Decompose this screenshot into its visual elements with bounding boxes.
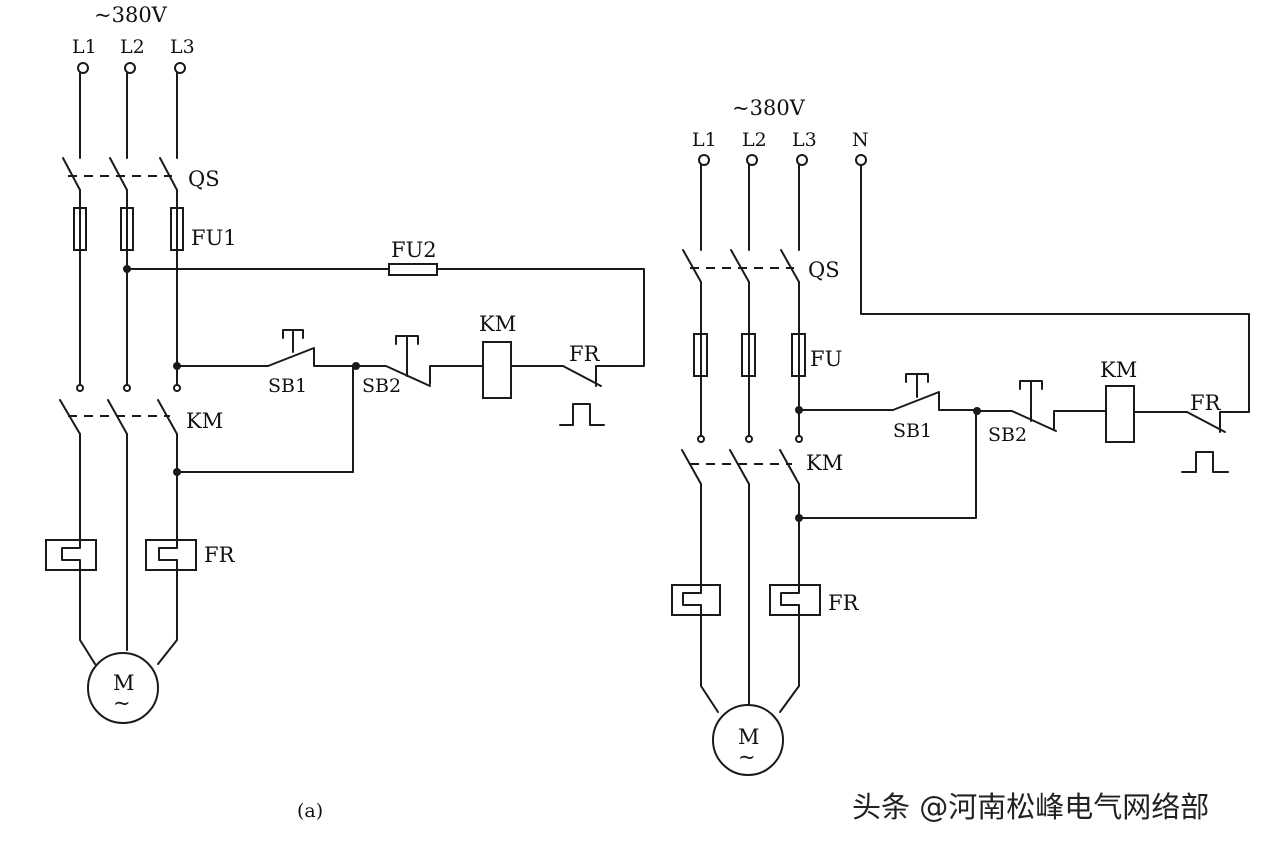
- neutral-wire-b: [860, 164, 1250, 413]
- sb1-label-a: SB1: [268, 375, 307, 397]
- sb1-label-b: SB1: [893, 420, 932, 442]
- caption-a: (a): [297, 800, 323, 822]
- sb2-button-a: [395, 335, 419, 377]
- fuse-to-km-wires-b: [700, 375, 800, 437]
- km-to-fr-wires-b: [700, 483, 800, 661]
- sb1-contact-b: [892, 391, 978, 411]
- km-pivot-l2-b: [745, 435, 753, 443]
- km-main-label-a: KM: [186, 409, 223, 433]
- line-label-l2-a: L2: [120, 36, 145, 58]
- sb1-button-b: [905, 373, 929, 398]
- fuse-elements-b: [700, 333, 800, 377]
- line-label-l3-a: L3: [170, 36, 195, 58]
- supply-voltage-a: ~380V: [94, 3, 168, 27]
- terminal-n-b: [855, 154, 867, 166]
- fr-heater-l3-b: [769, 584, 821, 616]
- supply-wires-a: [79, 72, 178, 159]
- fr-relay-label-a: FR: [204, 543, 236, 567]
- motor-wires-a: [79, 569, 178, 665]
- hold-wire-b: [798, 410, 977, 519]
- qs-to-fuse-wires-a: [79, 189, 178, 209]
- fr-contact-a: [562, 365, 610, 387]
- fr-heater-l3-a: [145, 539, 197, 571]
- fr-relay-label-b: FR: [828, 591, 860, 615]
- km-coil-label-b: KM: [1100, 358, 1137, 382]
- fr-heater-elements-b: [682, 584, 800, 616]
- motor-ac-symbol-b: ~: [738, 745, 756, 769]
- sb1-contact-a: [267, 347, 357, 367]
- motor-a: [87, 652, 159, 724]
- motor-wires-b: [700, 614, 800, 713]
- line-label-l2-b: L2: [742, 129, 767, 151]
- qs-switch-b: [682, 249, 800, 283]
- fr-heater-elements-a: [61, 539, 178, 571]
- terminal-l2-a: [124, 62, 136, 74]
- km-to-fr-wires-a: [79, 433, 178, 601]
- supply-wires-b: [700, 164, 800, 251]
- terminal-l2-b: [746, 154, 758, 166]
- sb2-button-b: [1019, 380, 1043, 422]
- fu2-label-a: FU2: [391, 238, 437, 262]
- km-main-contacts-b: [681, 449, 800, 485]
- fr-contact-label-b: FR: [1190, 391, 1222, 415]
- sb2-contact-b: [976, 410, 1107, 432]
- line-label-l1-a: L1: [72, 36, 97, 58]
- fr-contact-b: [1186, 411, 1230, 433]
- km-pivot-l1-b: [697, 435, 705, 443]
- terminal-l3-b: [796, 154, 808, 166]
- fr-thermal-symbol-b: [1181, 451, 1229, 473]
- fuse-elements-a: [79, 207, 178, 251]
- control-feed-wire-a: [126, 268, 645, 367]
- motor-b: [712, 704, 784, 776]
- km-pivot-l3-a: [173, 384, 181, 392]
- circuit-diagram-b: ~380V L1 L2 L3 N QS FU SB1: [671, 96, 1250, 776]
- motor-label-b: M: [738, 725, 760, 749]
- terminal-l1-b: [698, 154, 710, 166]
- line-label-l1-b: L1: [692, 129, 717, 151]
- qs-label-a: QS: [188, 167, 220, 191]
- motor-label-a: M: [113, 671, 135, 695]
- qs-label-b: QS: [808, 258, 840, 282]
- motor-ac-symbol-a: ~: [113, 691, 131, 715]
- km-pivot-l3-b: [795, 435, 803, 443]
- fr-contact-label-a: FR: [569, 342, 601, 366]
- fu1-label-a: FU1: [191, 226, 237, 250]
- fu-label-b: FU: [810, 347, 842, 371]
- circuit-diagram-a: ~380V L1 L2 L3 QS FU1 FU2: [45, 3, 645, 822]
- sb1-button-a: [282, 329, 304, 353]
- qs-to-fuse-wires-b: [700, 281, 800, 335]
- terminal-l1-a: [77, 62, 89, 74]
- supply-voltage-b: ~380V: [732, 96, 806, 120]
- terminal-l3-a: [174, 62, 186, 74]
- km-coil-b: [1105, 385, 1135, 443]
- watermark-text: 头条 @河南松峰电气网络部: [852, 790, 1210, 824]
- sb2-label-a: SB2: [362, 375, 401, 397]
- km-coil-label-a: KM: [479, 312, 516, 336]
- sb2-label-b: SB2: [988, 424, 1027, 446]
- km-coil-a: [482, 341, 512, 399]
- hold-wire-a: [176, 365, 354, 473]
- km-pivot-l1-a: [76, 384, 84, 392]
- qs-switch-a: [62, 157, 178, 191]
- fuse-fu2-a: [388, 263, 438, 276]
- line-label-l3-b: L3: [792, 129, 817, 151]
- line-label-n-b: N: [852, 129, 869, 151]
- fr-heater-l1-a: [45, 539, 97, 571]
- fr-heater-l1-b: [671, 584, 721, 616]
- km-main-label-b: KM: [806, 451, 843, 475]
- km-pivot-l2-a: [123, 384, 131, 392]
- fr-thermal-symbol-a: [559, 403, 605, 426]
